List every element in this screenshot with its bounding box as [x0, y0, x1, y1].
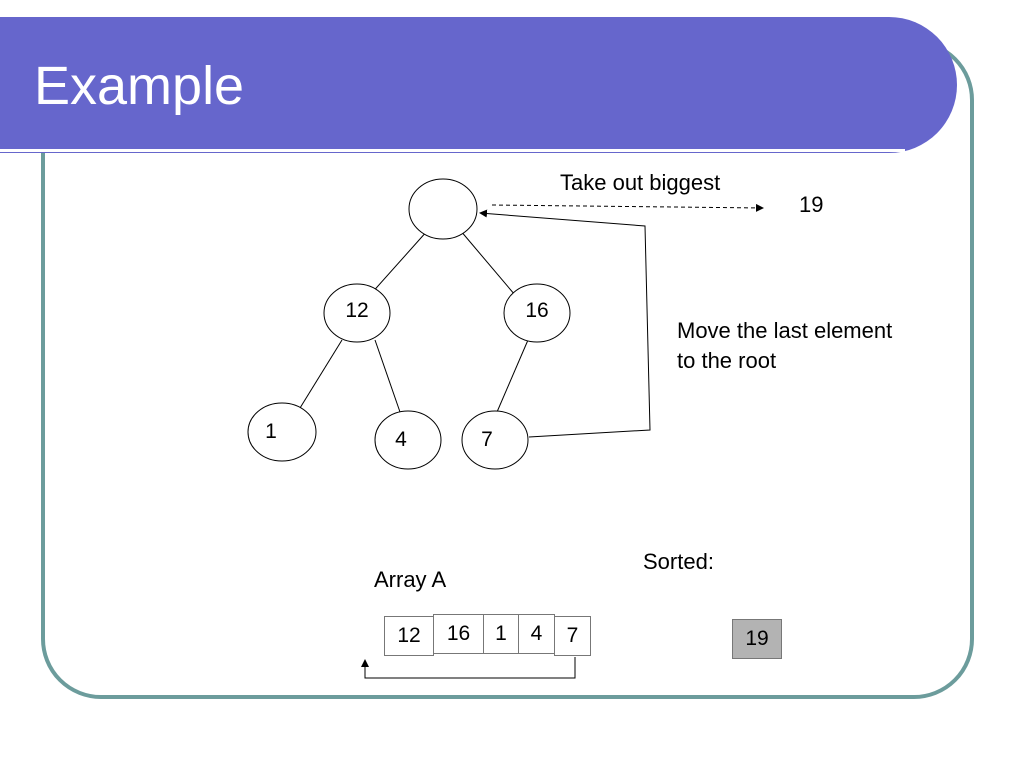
edge-root-12	[369, 229, 429, 296]
take-out-label: Take out biggest	[560, 170, 721, 195]
node-7	[461, 410, 529, 470]
node-16-label: 16	[525, 299, 549, 322]
move-last-label-1: Move the last element	[677, 318, 893, 343]
sorted-label: Sorted:	[643, 549, 714, 574]
node-12-label: 12	[345, 299, 369, 322]
array-label: Array A	[374, 567, 447, 592]
take-out-arrow	[491, 203, 764, 212]
slide-title: Example	[34, 56, 245, 116]
array-swap-arrow	[361, 657, 576, 679]
node-12	[323, 283, 391, 343]
node-4	[374, 410, 442, 470]
sorted-cell: 19	[732, 619, 782, 659]
node-4-label: 4	[395, 428, 407, 451]
node-16	[503, 283, 571, 343]
title-underline	[0, 149, 905, 152]
edge-12-1	[299, 339, 343, 409]
array-cell: 16	[433, 614, 484, 654]
move-to-root-arrow	[479, 209, 651, 438]
node-1	[247, 402, 317, 462]
edge-16-7	[496, 339, 529, 413]
array-cell: 12	[384, 616, 434, 656]
title-bar: Example	[0, 17, 957, 153]
array-cell: 1	[483, 614, 519, 654]
node-root	[408, 178, 478, 240]
node-1-label: 1	[265, 420, 277, 443]
array-cell: 4	[518, 614, 555, 654]
edge-root-16	[459, 229, 516, 296]
edge-12-4	[374, 339, 401, 413]
array-cell: 7	[554, 616, 591, 656]
move-last-label-2: to the root	[677, 348, 777, 373]
taken-value: 19	[799, 192, 824, 217]
node-7-label: 7	[481, 428, 493, 451]
